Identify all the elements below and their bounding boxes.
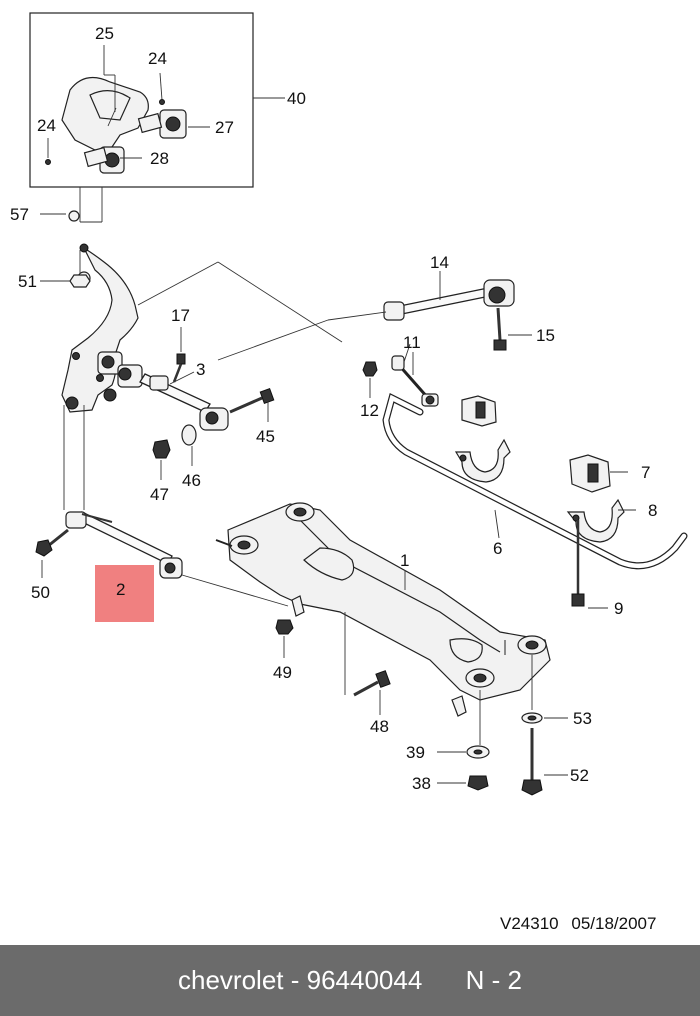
footer-part-number: 96440044	[306, 965, 423, 995]
callout-49: 49	[273, 663, 292, 682]
callout-27: 27	[215, 118, 234, 137]
callout-7: 7	[641, 463, 650, 482]
callout-24: 24	[37, 116, 56, 135]
callout-50: 50	[31, 583, 50, 602]
knuckle-assembly	[61, 243, 143, 510]
callout-11: 11	[403, 333, 421, 352]
footer-position: N - 2	[465, 965, 522, 995]
callout-2: 2	[116, 580, 125, 599]
reference-code: V24310	[500, 914, 559, 933]
callout-45: 45	[256, 427, 275, 446]
footer-sep: -	[283, 965, 307, 995]
callout-6: 6	[493, 539, 502, 558]
footer-gap	[422, 965, 465, 996]
callout-24: 24	[148, 49, 167, 68]
callout-46: 46	[182, 471, 201, 490]
callout-53: 53	[573, 709, 592, 728]
footer-bar: chevrolet - 96440044 N - 2	[0, 945, 700, 1016]
callout-38: 38	[412, 774, 431, 793]
bushing-right	[569, 454, 611, 493]
callout-51: 51	[18, 272, 37, 291]
link-2	[65, 511, 183, 579]
link-3	[139, 373, 229, 431]
callout-57: 57	[10, 205, 29, 224]
parts-diagram: 25 24 40 24 27 28 57 14 51 17 15 11 3 12…	[10, 12, 688, 796]
callout-14: 14	[430, 253, 449, 272]
inset-bracket	[61, 76, 187, 174]
callout-3: 3	[196, 360, 205, 379]
link-11	[391, 355, 439, 407]
stabilizer-bar	[382, 392, 688, 570]
footer-brand: chevrolet	[178, 965, 284, 995]
callout-1: 1	[400, 551, 409, 570]
clamp-left	[454, 438, 511, 483]
callout-48: 48	[370, 717, 389, 736]
callout-8: 8	[648, 501, 657, 520]
clamp-right	[566, 498, 625, 543]
callout-25: 25	[95, 24, 114, 43]
callout-12: 12	[360, 401, 379, 420]
callout-47: 47	[150, 485, 169, 504]
callout-15: 15	[536, 326, 555, 345]
highlight-box	[95, 565, 154, 622]
callout-52: 52	[570, 766, 589, 785]
callout-40: 40	[287, 89, 306, 108]
crossmember	[215, 502, 551, 717]
reference-date: 05/18/2007	[571, 914, 657, 933]
bushing-left	[461, 395, 497, 427]
callout-9: 9	[614, 599, 623, 618]
diagram-reference: V24310 05/18/2007	[500, 914, 656, 934]
callout-17: 17	[171, 306, 190, 325]
inset-box	[29, 12, 254, 188]
callout-28: 28	[150, 149, 169, 168]
callout-39: 39	[406, 743, 425, 762]
link-14	[383, 279, 515, 321]
